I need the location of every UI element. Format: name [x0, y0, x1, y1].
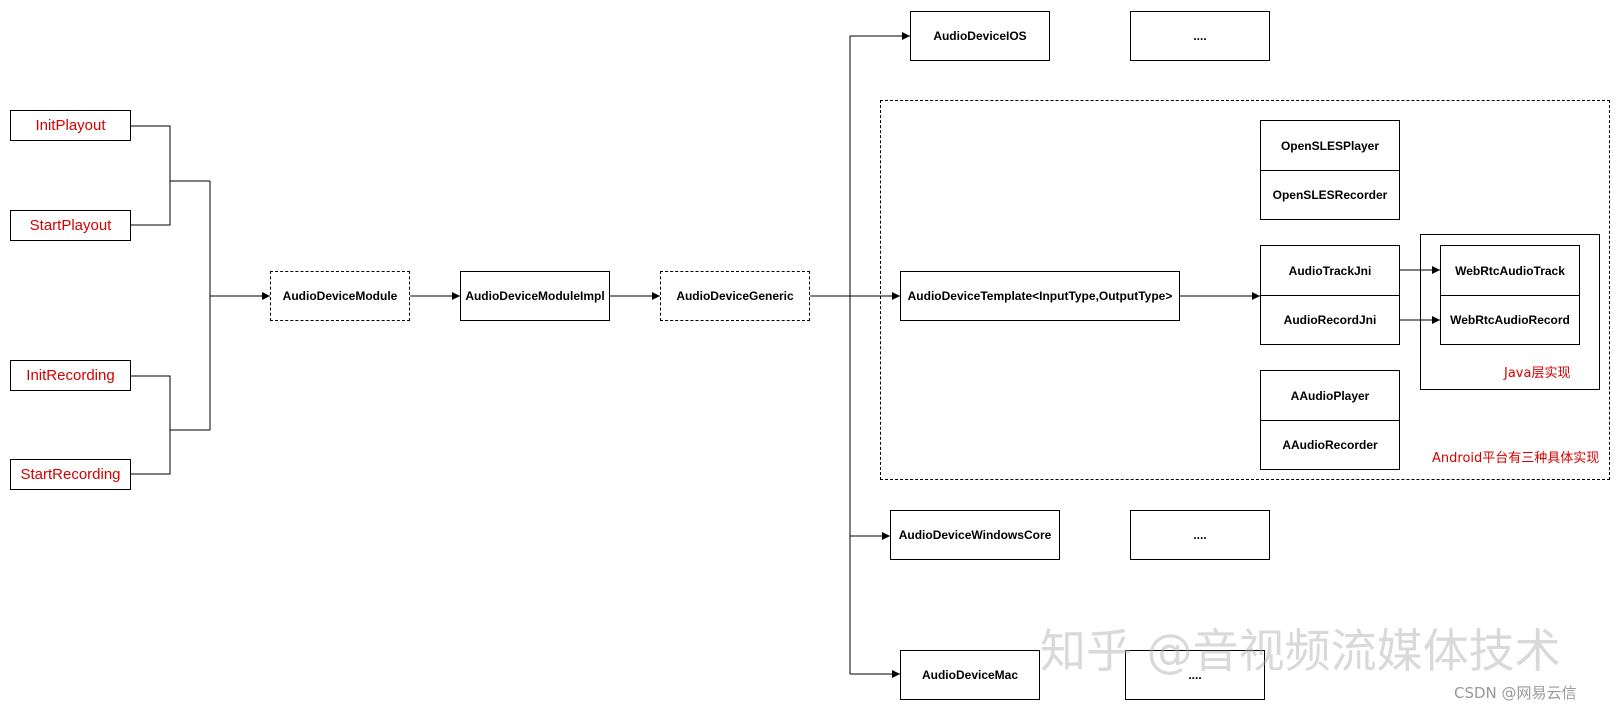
opensles-recorder-box: OpenSLESRecorder	[1260, 170, 1400, 220]
windows-more-box: ....	[1130, 510, 1270, 560]
android-group	[880, 100, 1610, 480]
audio-track-jni-box: AudioTrackJni	[1260, 245, 1400, 295]
init-playout-box: InitPlayout	[10, 110, 131, 141]
mac-more-box: ....	[1125, 650, 1265, 700]
start-playout-box: StartPlayout	[10, 210, 131, 241]
audio-device-template-box: AudioDeviceTemplate<InputType,OutputType…	[900, 271, 1180, 321]
webrtc-audio-track-box: WebRtcAudioTrack	[1440, 245, 1580, 295]
aaudio-player-box: AAudioPlayer	[1260, 370, 1400, 420]
audio-record-jni-box: AudioRecordJni	[1260, 295, 1400, 345]
audio-device-mac-box: AudioDeviceMac	[900, 650, 1040, 700]
opensles-player-box: OpenSLESPlayer	[1260, 120, 1400, 170]
audio-device-ios-box: AudioDeviceIOS	[910, 11, 1050, 61]
audio-device-module-box: AudioDeviceModule	[270, 271, 410, 321]
zhihu-watermark: 知乎 @音视频流媒体技术	[1040, 624, 1561, 678]
start-recording-box: StartRecording	[10, 459, 131, 490]
aaudio-recorder-box: AAudioRecorder	[1260, 420, 1400, 470]
webrtc-audio-record-box: WebRtcAudioRecord	[1440, 295, 1580, 345]
connector-init-recording	[131, 375, 171, 430]
audio-device-module-impl-box: AudioDeviceModuleImpl	[460, 271, 610, 321]
init-recording-box: InitRecording	[10, 360, 131, 391]
audio-device-generic-box: AudioDeviceGeneric	[660, 271, 810, 321]
connector-init-playout	[131, 125, 171, 181]
csdn-watermark: CSDN @网易云信	[1454, 684, 1577, 702]
android-group-label: Android平台有三种具体实现	[1432, 451, 1600, 466]
java-group-label: Java层实现	[1504, 366, 1571, 381]
audio-device-windows-core-box: AudioDeviceWindowsCore	[890, 510, 1060, 560]
connector-start-recording	[131, 430, 171, 475]
ios-more-box: ....	[1130, 11, 1270, 61]
connector-start-playout	[131, 181, 171, 226]
java-group	[1420, 234, 1600, 390]
